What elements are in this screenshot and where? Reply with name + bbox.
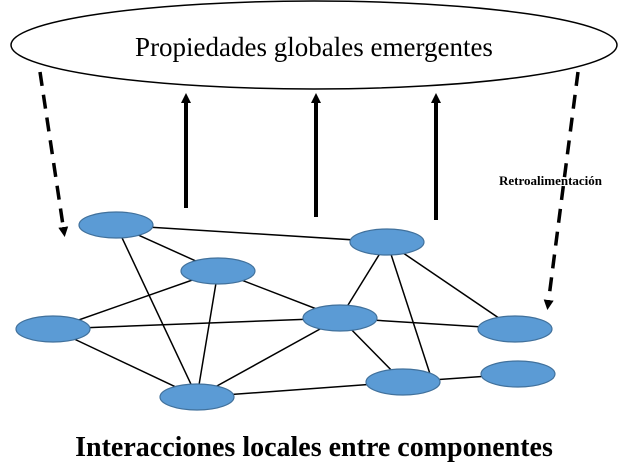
edge (196, 317, 341, 398)
local-interactions-label: Interacciones locales entre componentes (75, 432, 553, 463)
feedback-arrow-right (543, 71, 580, 310)
global-properties-label: Propiedades globales emergentes (135, 32, 493, 62)
edge (386, 241, 432, 378)
network-node (480, 360, 556, 388)
edge (386, 241, 516, 330)
network-node (180, 257, 256, 285)
network-node (477, 315, 553, 343)
network-nodes (15, 211, 556, 411)
edge (115, 224, 388, 243)
feedback-label: Retroalimentación (499, 173, 603, 188)
network-node (302, 304, 378, 332)
global-properties-ellipse (10, 0, 618, 90)
network-node (15, 315, 91, 343)
edge (52, 270, 219, 330)
edge (115, 224, 198, 398)
edge (52, 317, 341, 330)
edge (196, 270, 219, 398)
network-node (159, 383, 235, 411)
feedback-arrow-left (38, 71, 69, 237)
network-node (349, 228, 425, 256)
network-node (365, 368, 441, 396)
network-node (78, 211, 154, 239)
network-edges (52, 224, 519, 398)
edge (52, 328, 198, 398)
